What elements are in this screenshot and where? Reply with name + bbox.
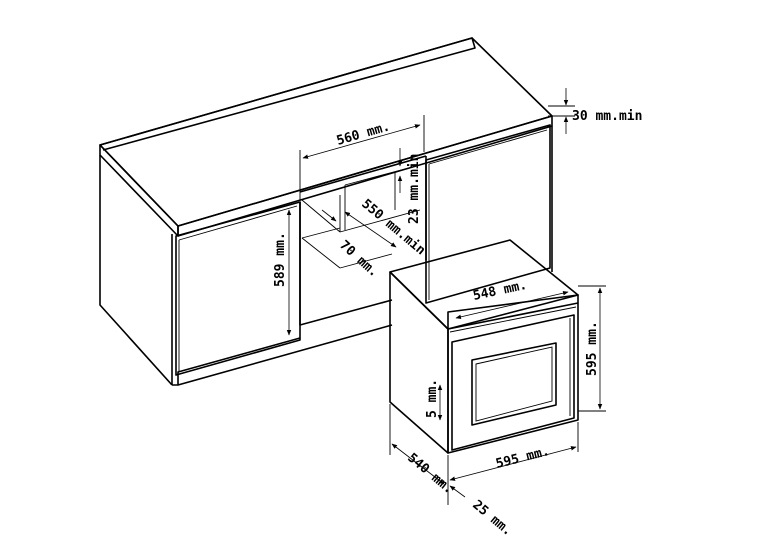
- dim-top-gap: 23 mm.min: [397, 148, 422, 224]
- dim-worktop-gap: 30 mm.min: [548, 88, 642, 134]
- label-595-width: 595 mm.: [494, 444, 551, 472]
- dim-side-gap: 5 mm.: [425, 379, 443, 421]
- kitchen-cabinet: [99, 37, 553, 386]
- label-30: 30 mm.min: [572, 109, 642, 124]
- label-595-height: 595 mm.: [585, 321, 600, 376]
- label-25: 25 mm.: [469, 498, 515, 540]
- dim-oven-width: 595 mm.: [447, 422, 579, 485]
- dim-oven-height: 595 mm.: [578, 285, 606, 412]
- label-5: 5 mm.: [425, 379, 440, 418]
- built-in-oven: [389, 239, 579, 454]
- dim-front-depth: 25 mm.: [447, 485, 515, 540]
- label-23: 23 mm.min: [407, 154, 422, 224]
- dim-opening-height: 589 mm.: [273, 209, 292, 336]
- dim-rear-gap: 70 mm.: [321, 209, 381, 280]
- label-589: 589 mm.: [273, 232, 288, 287]
- label-560: 560 mm.: [335, 119, 392, 149]
